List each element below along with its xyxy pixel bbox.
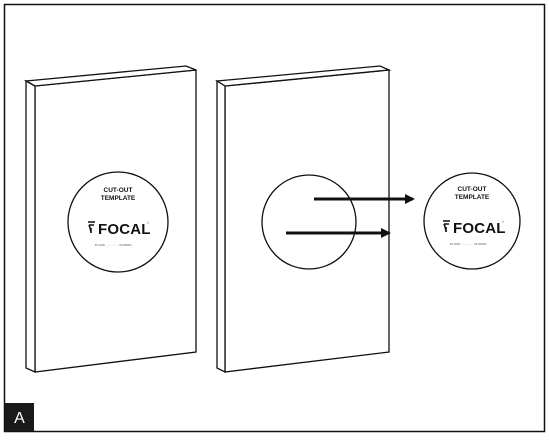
removed-template-brand: FOCAL — [453, 220, 506, 237]
removed-template-trademark: ® — [502, 220, 504, 224]
template-fine-print: BY-2000 .................. 50-000061 — [95, 243, 132, 247]
removed-template-fine-print: BY-2000 .................. 50-000061 — [450, 242, 487, 246]
removed-template-title-line1: CUT-OUT — [458, 186, 487, 193]
traced-circle-outline — [261, 174, 357, 270]
focal-logo-icon — [88, 221, 95, 234]
template-title-line1: CUT-OUT — [104, 187, 133, 194]
cut-out-template-placed: CUT-OUT TEMPLATE FOCAL ® BY-2000 .......… — [67, 171, 169, 273]
right-wall-panel — [215, 65, 392, 374]
cut-out-template-removed: CUT-OUT TEMPLATE FOCAL ® BY-2000 .......… — [423, 172, 521, 270]
focal-logo-icon — [443, 220, 450, 233]
template-title-line2: TEMPLATE — [101, 195, 136, 202]
template-brand: FOCAL — [98, 221, 151, 238]
template-trademark: ® — [147, 221, 149, 225]
figure-label: A — [5, 403, 34, 431]
figure-label-text: A — [14, 410, 25, 427]
removed-template-title-line2: TEMPLATE — [455, 194, 490, 201]
